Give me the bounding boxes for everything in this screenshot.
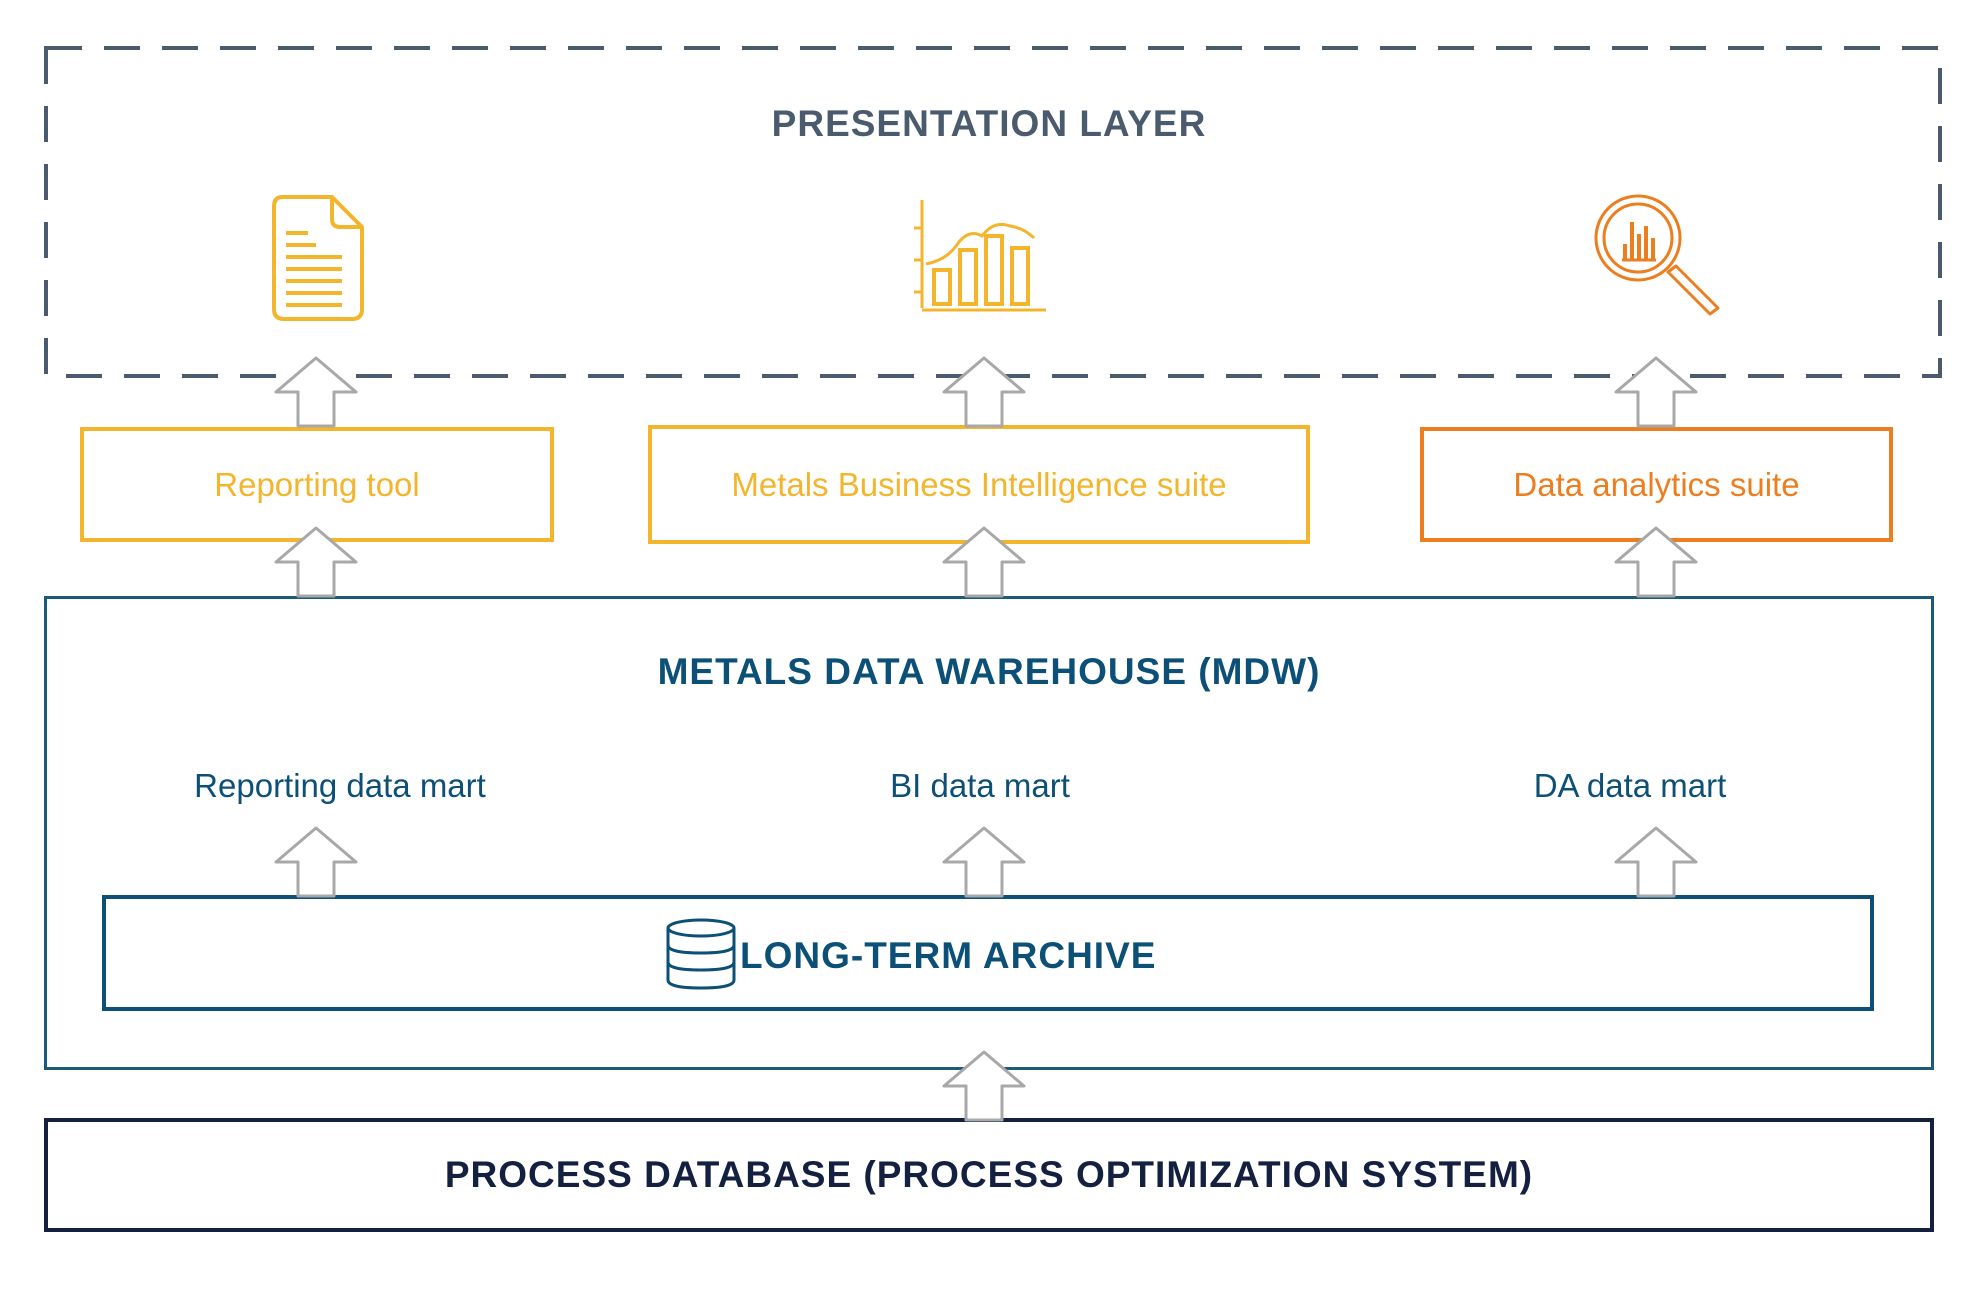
database-icon — [666, 918, 736, 990]
arrow-up-icon — [942, 526, 1026, 598]
arrow-up-icon — [274, 526, 358, 598]
warehouse-title: METALS DATA WAREHOUSE (MDW) — [657, 651, 1321, 692]
long-term-archive-box — [102, 895, 1874, 1011]
reporting-data-mart: Reporting data mart — [194, 767, 486, 804]
arrow-up-icon — [1614, 356, 1698, 428]
presentation-layer-frame — [44, 46, 1942, 378]
da-data-mart: DA data mart — [1533, 767, 1727, 804]
presentation-layer-title: PRESENTATION LAYER — [771, 103, 1207, 144]
long-term-archive-label: LONG-TERM ARCHIVE — [740, 935, 1157, 976]
magnifier-chart-icon — [1594, 194, 1720, 316]
arrow-up-icon — [942, 356, 1026, 428]
arrow-up-icon — [1614, 526, 1698, 598]
arrow-up-icon — [274, 356, 358, 428]
bi-data-mart: BI data mart — [890, 767, 1070, 804]
arrow-up-icon — [1614, 826, 1698, 898]
arrow-up-icon — [942, 1050, 1026, 1122]
arrow-up-icon — [942, 826, 1026, 898]
data-analytics-suite-box: Data analytics suite — [1420, 427, 1893, 542]
process-database-box: PROCESS DATABASE (PROCESS OPTIMIZATION S… — [44, 1118, 1934, 1232]
bar-chart-icon — [914, 200, 1046, 312]
arrow-up-icon — [274, 826, 358, 898]
document-icon — [272, 195, 364, 321]
reporting-tool-box: Reporting tool — [80, 427, 554, 542]
